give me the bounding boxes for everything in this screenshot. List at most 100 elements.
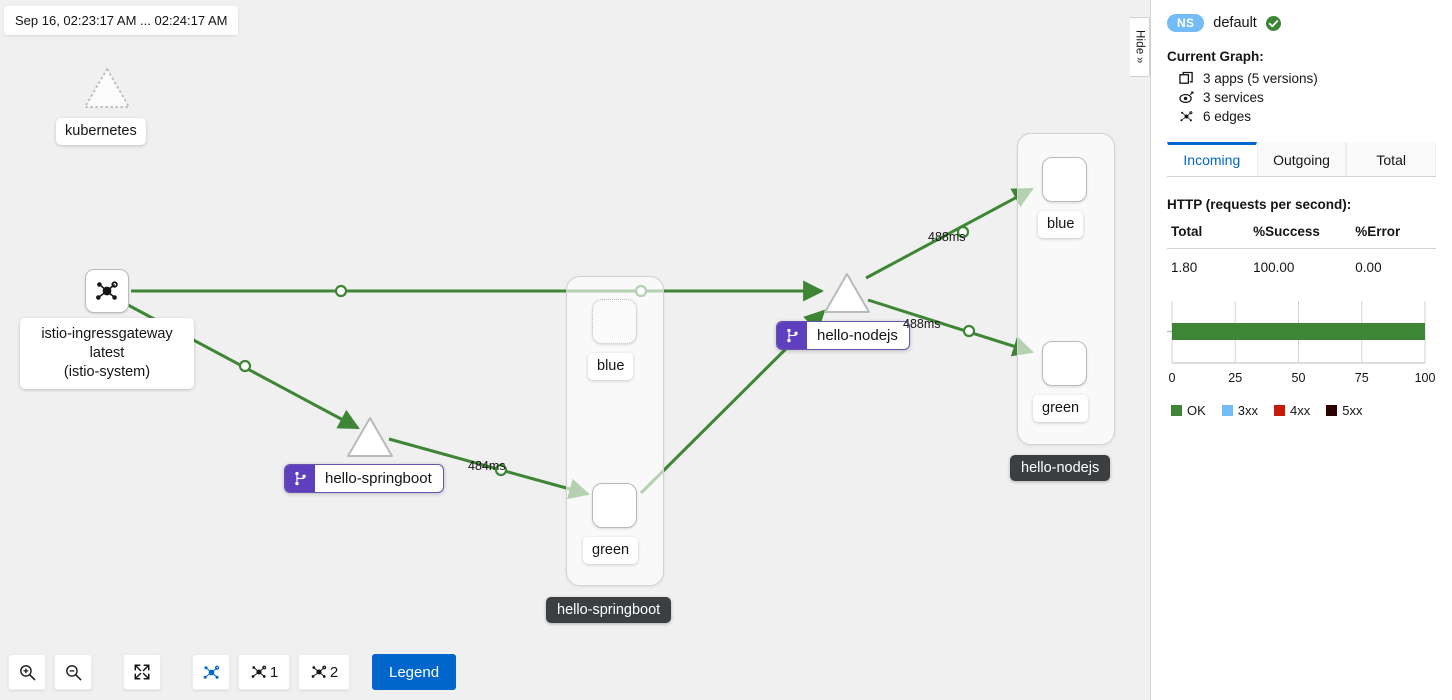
legend-label: 3xx <box>1237 403 1259 418</box>
graph-layout-1-count: 1 <box>269 663 279 681</box>
time-range-chip: Sep 16, 02:23:17 AM ... 02:24:17 AM <box>4 6 239 35</box>
legend-swatch-icon <box>1326 405 1338 416</box>
table-header-row: Total %Success %Error <box>1167 224 1436 249</box>
istio-node-icon <box>96 281 118 300</box>
tab-outgoing[interactable]: Outgoing <box>1256 142 1347 176</box>
http-metrics-table: Total %Success %Error 1.80 100.00 0.00 <box>1167 224 1436 275</box>
node-label-hello-nodejs[interactable]: hello-nodejs <box>776 321 910 350</box>
tab-incoming[interactable]: Incoming <box>1167 142 1257 176</box>
fit-to-screen-button[interactable] <box>123 654 161 690</box>
edge-springboot-to-green[interactable] <box>388 437 591 500</box>
edge-midpoint-marker <box>334 284 348 298</box>
health-ok-icon <box>1265 15 1281 31</box>
edge-midpoint-marker <box>956 225 970 239</box>
version-node-nodejs-blue[interactable] <box>1042 157 1087 202</box>
chart-xtick-label: 100 <box>1414 371 1436 385</box>
http-metrics-title: HTTP (requests per second): <box>1167 197 1352 212</box>
node-label-nodejs-blue: blue <box>1038 211 1084 239</box>
edge-latency-springboot-green: 484ms <box>468 459 506 473</box>
summary-apps-text: 3 apps (5 versions) <box>1203 71 1318 86</box>
hide-panel-toggle[interactable]: Hide » <box>1130 17 1150 77</box>
version-node-springboot-green[interactable] <box>592 483 637 528</box>
hello-nodejs-label-text: hello-nodejs <box>817 327 898 344</box>
chart-bar-ok <box>1172 323 1425 340</box>
node-label-hello-springboot[interactable]: hello-springboot <box>284 464 444 493</box>
legend-swatch-icon <box>1171 405 1182 416</box>
edge-midpoint-marker <box>494 463 508 477</box>
zoom-in-icon <box>19 664 35 680</box>
gateway-node-istio-ingressgateway[interactable] <box>85 269 129 313</box>
hello-springboot-label-text: hello-springboot <box>325 470 432 487</box>
tab-total[interactable]: Total <box>1346 142 1437 176</box>
edge-nodejs-to-blue[interactable] <box>865 187 1034 280</box>
chart-legend-item-5xx[interactable]: 5xx <box>1326 403 1363 418</box>
node-label-springboot-blue: blue <box>588 353 634 381</box>
chart-plot-area <box>1167 297 1436 369</box>
graph-toolbar: 1 2 Legend <box>8 654 457 690</box>
namespace-badge: NS <box>1167 14 1205 32</box>
node-label-kubernetes: kubernetes <box>56 118 146 146</box>
chart-xtick-label: 0 <box>1168 371 1176 385</box>
graph-layout-2-button[interactable]: 2 <box>298 654 350 690</box>
virtual-service-icon <box>285 465 315 492</box>
legend-label: OK <box>1187 403 1206 418</box>
chevron-double-right-icon: » <box>1133 56 1146 64</box>
cell-error: 0.00 <box>1355 248 1436 275</box>
graph-layout-icon <box>251 665 266 678</box>
gw-label-line-3: (istio-system) <box>63 364 151 381</box>
traffic-direction-tabs: Incoming Outgoing Total <box>1167 142 1437 177</box>
summary-item-edges: 6 edges <box>1167 107 1436 126</box>
edge-midpoint-marker <box>238 359 252 373</box>
expand-arrows-icon <box>134 664 150 680</box>
version-node-nodejs-green[interactable] <box>1042 341 1087 386</box>
edge-latency-nodejs-green: 488ms <box>903 317 941 331</box>
legend-label: 4xx <box>1290 403 1311 418</box>
legend-label: 5xx <box>1342 403 1363 418</box>
chart-xtick-label: 25 <box>1228 371 1243 385</box>
hide-tab-label: Hide » <box>1134 30 1146 63</box>
current-graph-title: Current Graph: <box>1167 49 1264 64</box>
group-label-hello-nodejs: hello-nodejs <box>1010 455 1111 481</box>
cell-success: 100.00 <box>1253 248 1356 275</box>
edges-icon <box>1180 111 1193 122</box>
chart-legend-item-3xx[interactable]: 3xx <box>1221 403 1259 418</box>
zoom-out-button[interactable] <box>54 654 92 690</box>
zoom-in-button[interactable] <box>8 654 46 690</box>
hide-tab-text: Hide <box>1133 30 1146 55</box>
version-node-springboot-blue[interactable] <box>592 299 637 344</box>
cell-total: 1.80 <box>1167 248 1254 275</box>
edge-nodejs-to-green[interactable] <box>867 298 1035 357</box>
summary-side-panel: NS default Current Graph: 3 apps (5 vers… <box>1150 0 1452 700</box>
graph-canvas[interactable]: Sep 16, 02:23:17 AM ... 02:24:17 AM kube… <box>0 0 1150 700</box>
namespace-name: default <box>1213 15 1257 31</box>
chart-legend-item-ok[interactable]: OK <box>1171 403 1206 418</box>
chart-legend: OK 3xx 4xx 5xx <box>1167 403 1436 418</box>
chart-legend-item-4xx[interactable]: 4xx <box>1274 403 1310 418</box>
column-header-success: %Success <box>1253 224 1320 239</box>
chart-xtick-label: 50 <box>1291 371 1306 385</box>
service-node-kubernetes[interactable] <box>82 65 132 111</box>
zoom-out-icon <box>65 664 81 680</box>
service-node-hello-nodejs[interactable] <box>822 270 872 316</box>
graph-layout-icon <box>311 665 326 678</box>
graph-layout-default-button[interactable] <box>192 654 230 690</box>
legend-swatch-icon <box>1274 405 1286 416</box>
summary-item-apps: 3 apps (5 versions) <box>1167 69 1436 88</box>
graph-layout-2-count: 2 <box>329 663 339 681</box>
edge-midpoint-marker <box>962 324 976 338</box>
chart-svg <box>1167 301 1426 364</box>
legend-button[interactable]: Legend <box>372 654 457 690</box>
column-header-error: %Error <box>1355 224 1401 239</box>
gw-label-line-1: istio-ingressgateway <box>41 326 173 342</box>
graph-layout-1-button[interactable]: 1 <box>238 654 290 690</box>
legend-swatch-icon <box>1221 405 1233 416</box>
summary-item-services: 3 services <box>1167 88 1436 107</box>
node-label-istio-ingressgateway: istio-ingressgateway latest (istio-syste… <box>20 318 194 390</box>
services-icon <box>1179 91 1194 103</box>
virtual-service-icon <box>777 322 807 349</box>
service-node-hello-springboot[interactable] <box>345 414 395 460</box>
gw-label-line-2: latest <box>89 345 125 362</box>
